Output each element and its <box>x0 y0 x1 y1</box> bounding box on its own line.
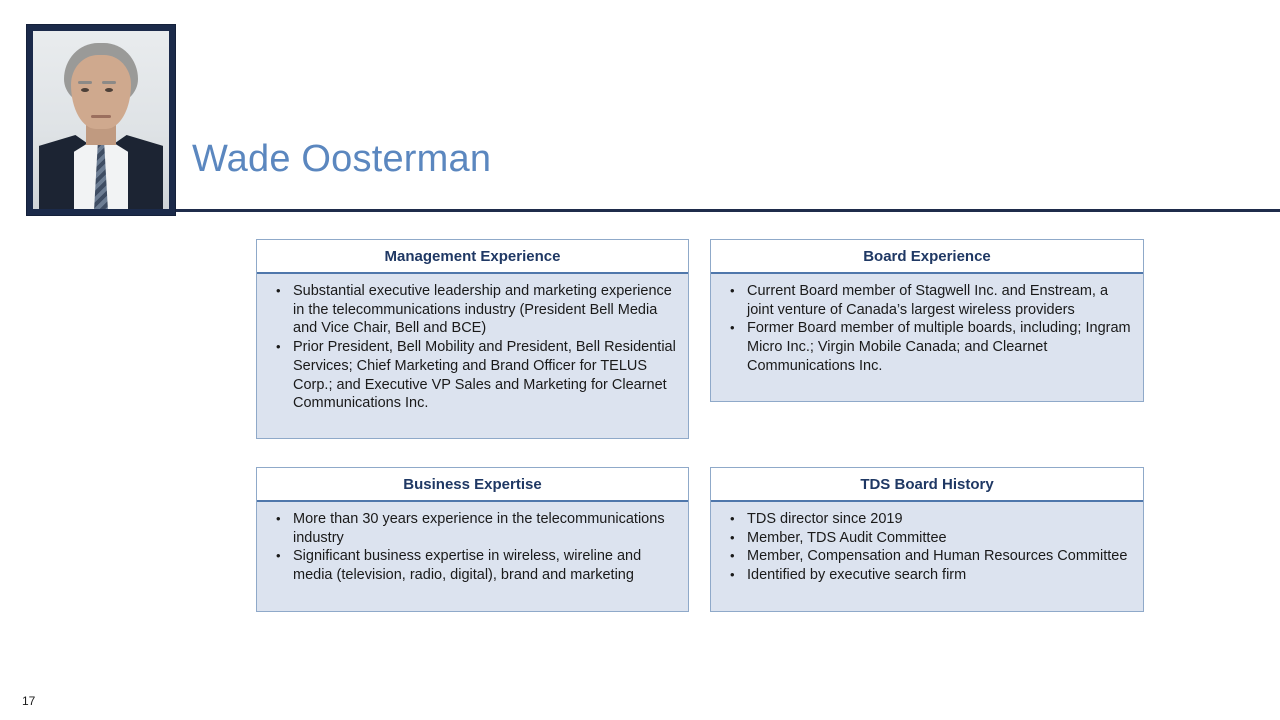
list-item: Former Board member of multiple boards, … <box>721 319 1133 375</box>
list-item: Prior President, Bell Mobility and Presi… <box>267 338 678 413</box>
bullet-list: More than 30 years experience in the tel… <box>267 510 678 585</box>
bullet-list: Substantial executive leadership and mar… <box>267 282 678 413</box>
panel-body-business-expertise: More than 30 years experience in the tel… <box>257 502 688 611</box>
portrait-photo-frame <box>26 24 176 216</box>
list-item: TDS director since 2019 <box>721 510 1133 529</box>
photo-eye-right <box>105 88 113 92</box>
list-item: Current Board member of Stagwell Inc. an… <box>721 282 1133 319</box>
panel-title-board-experience: Board Experience <box>711 240 1143 274</box>
panel-title-management-experience: Management Experience <box>257 240 688 274</box>
portrait-photo <box>33 31 169 209</box>
list-item: Member, Compensation and Human Resources… <box>721 547 1133 566</box>
photo-eye-left <box>81 88 89 92</box>
bullet-list: TDS director since 2019 Member, TDS Audi… <box>721 510 1133 585</box>
list-item: Significant business expertise in wirele… <box>267 547 678 584</box>
list-item: Identified by executive search firm <box>721 566 1133 585</box>
panel-body-board-experience: Current Board member of Stagwell Inc. an… <box>711 274 1143 401</box>
photo-eyebrow-left <box>78 81 92 84</box>
panel-title-business-expertise: Business Expertise <box>257 468 688 502</box>
page-number: 17 <box>22 694 36 708</box>
panel-body-management-experience: Substantial executive leadership and mar… <box>257 274 688 438</box>
list-item: Substantial executive leadership and mar… <box>267 282 678 338</box>
header-divider <box>176 209 1280 212</box>
photo-eyebrow-right <box>102 81 116 84</box>
bullet-list: Current Board member of Stagwell Inc. an… <box>721 282 1133 376</box>
panel-body-tds-board-history: TDS director since 2019 Member, TDS Audi… <box>711 502 1143 611</box>
page-title: Wade Oosterman <box>192 138 492 180</box>
list-item: More than 30 years experience in the tel… <box>267 510 678 547</box>
panel-board-experience: Board Experience Current Board member of… <box>710 239 1144 402</box>
panel-tds-board-history: TDS Board History TDS director since 201… <box>710 467 1144 612</box>
photo-tie <box>94 141 108 209</box>
panel-title-tds-board-history: TDS Board History <box>711 468 1143 502</box>
list-item: Member, TDS Audit Committee <box>721 529 1133 548</box>
photo-mouth <box>91 115 111 118</box>
panel-business-expertise: Business Expertise More than 30 years ex… <box>256 467 689 612</box>
panel-management-experience: Management Experience Substantial execut… <box>256 239 689 439</box>
